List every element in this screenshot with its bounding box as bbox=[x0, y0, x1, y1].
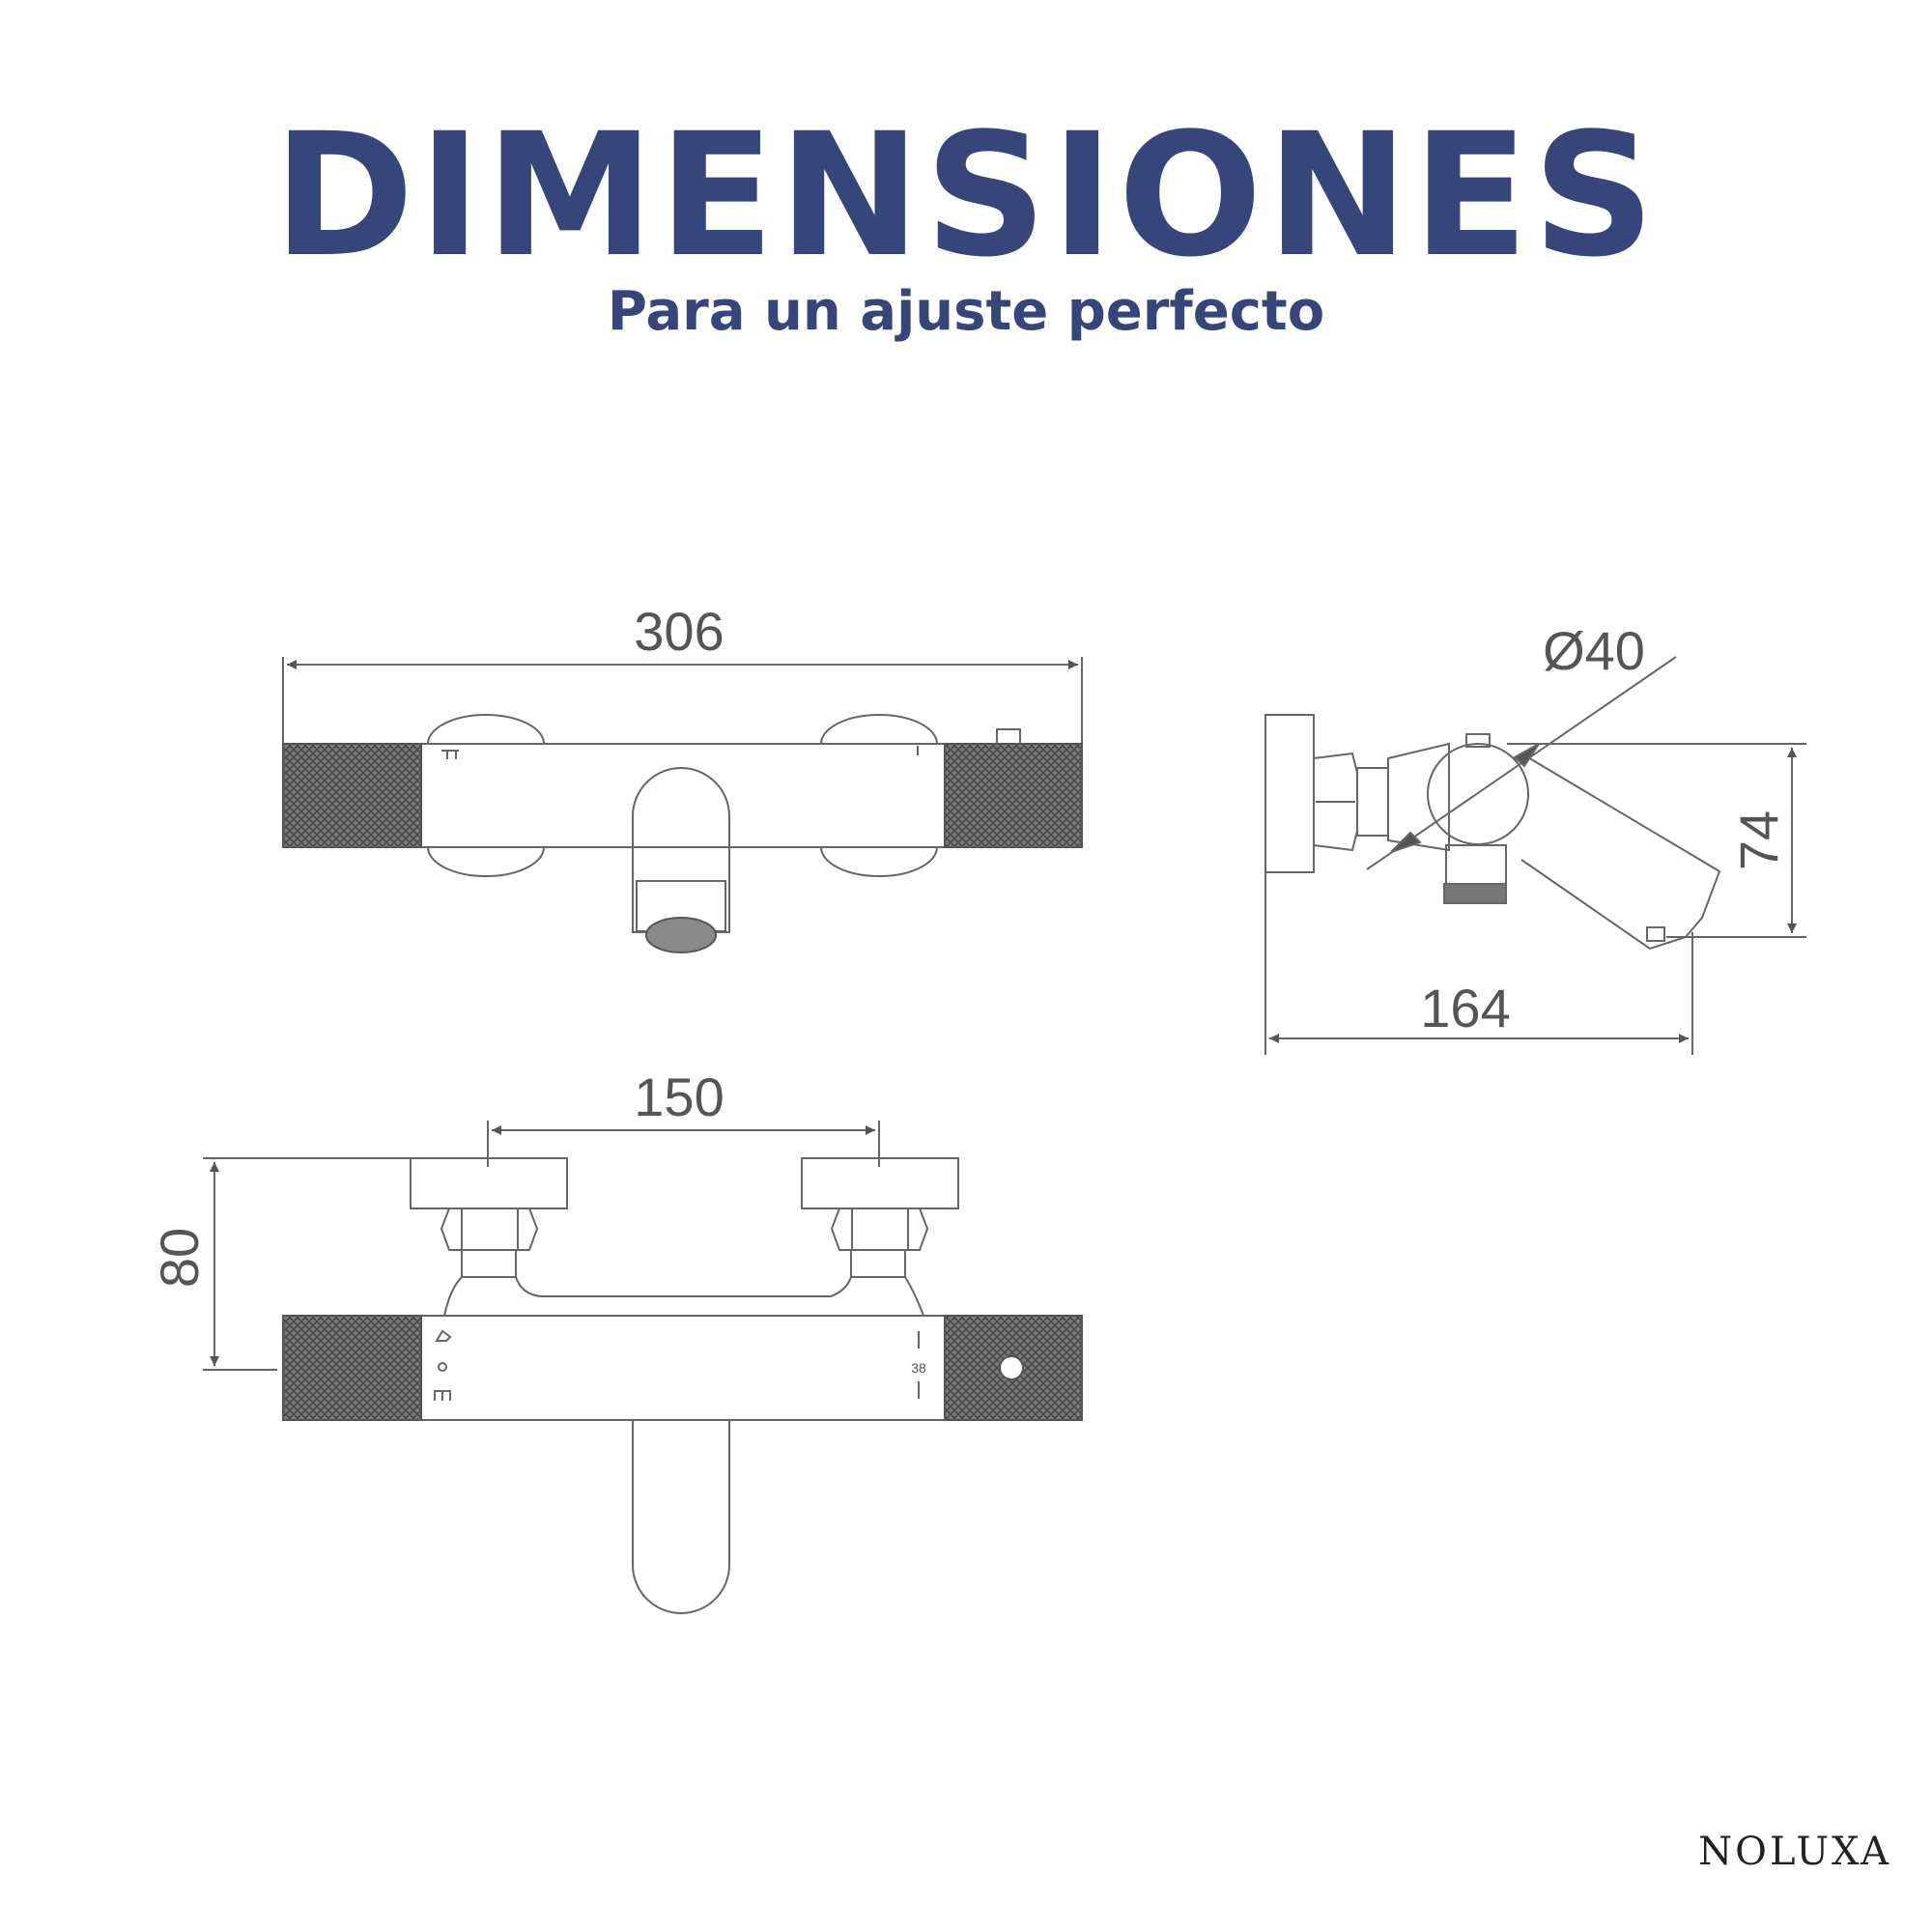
brand-logo: NOLUXA bbox=[1698, 1830, 1891, 1874]
dim-front-width: 306 bbox=[634, 601, 724, 662]
page-subtitle: Para un ajuste perfecto bbox=[607, 280, 1325, 343]
page-title: DIMENSIONES bbox=[272, 97, 1660, 295]
dial-marking-38: 38 bbox=[911, 1360, 926, 1376]
dim-inlet-spacing: 150 bbox=[634, 1066, 724, 1127]
left-knurled-handle-front bbox=[282, 743, 422, 848]
dim-side-diameter: Ø40 bbox=[1543, 620, 1645, 681]
side-view bbox=[1264, 656, 1806, 1055]
right-knurled-handle-front bbox=[944, 743, 1083, 848]
dim-wall-projection: 80 bbox=[149, 1228, 210, 1288]
dim-side-height: 74 bbox=[1728, 810, 1789, 870]
dim-side-depth: 164 bbox=[1420, 978, 1510, 1038]
temperature-lock-button bbox=[999, 1355, 1024, 1380]
top-view bbox=[203, 1121, 959, 1614]
left-knurled-handle-top bbox=[282, 1315, 422, 1421]
